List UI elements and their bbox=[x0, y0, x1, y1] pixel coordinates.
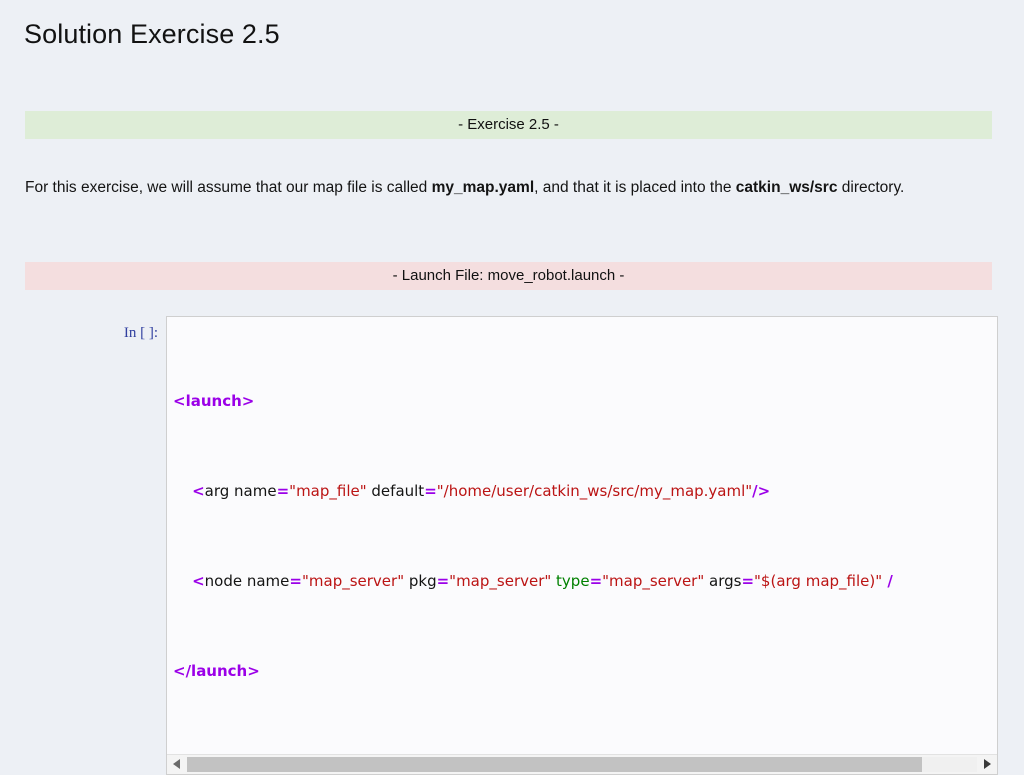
arg-default-equals: = bbox=[424, 481, 437, 500]
node-type-value: "map_server" bbox=[602, 571, 705, 590]
code-editor-area[interactable]: <launch> <arg name="map_file" default="/… bbox=[167, 322, 997, 754]
arg-tag-open-bracket: < bbox=[192, 481, 205, 500]
code-cell: In [ ]: <launch> <arg name="map_file" de… bbox=[110, 316, 998, 775]
exercise-description: For this exercise, we will assume that o… bbox=[25, 176, 955, 200]
exercise-banner: - Exercise 2.5 - bbox=[25, 111, 992, 139]
horizontal-scrollbar[interactable] bbox=[167, 753, 997, 774]
arg-name-value: "map_file" bbox=[289, 481, 367, 500]
description-text-part2: , and that it is placed into the bbox=[534, 179, 736, 196]
description-text-part3: directory. bbox=[837, 179, 905, 196]
arg-tag-self-close: /> bbox=[752, 481, 771, 500]
scrollbar-track[interactable] bbox=[187, 756, 977, 772]
code-line-4: </launch> bbox=[173, 660, 991, 683]
code-line-3: <node name="map_server" pkg="map_server"… bbox=[173, 570, 991, 593]
launch-close-tag: </launch> bbox=[173, 661, 260, 680]
node-args-equals: = bbox=[741, 571, 755, 590]
node-type-attr: type bbox=[551, 571, 590, 590]
node-name-value: "map_server" bbox=[301, 571, 405, 590]
code-line-1: <launch> bbox=[173, 390, 991, 413]
arg-default-attr: default bbox=[366, 481, 425, 500]
node-pkg-equals: = bbox=[436, 571, 450, 590]
code-cell-prompt: In [ ]: bbox=[123, 325, 158, 341]
node-tag-trailing-slash: / bbox=[882, 571, 893, 590]
scrollbar-thumb[interactable] bbox=[187, 756, 922, 772]
launch-open-tag: <launch> bbox=[173, 391, 255, 410]
workspace-path: catkin_ws/src bbox=[735, 179, 838, 196]
node-args-value: "$(arg map_file)" bbox=[754, 571, 883, 590]
triangle-right-icon[interactable] bbox=[979, 755, 995, 773]
node-tag-open-bracket: < bbox=[192, 571, 205, 590]
arg-default-value: "/home/user/catkin_ws/src/my_map.yaml" bbox=[436, 481, 753, 500]
page-title: Solution Exercise 2.5 bbox=[24, 19, 280, 49]
map-file-name: my_map.yaml bbox=[431, 179, 535, 196]
code-line-2: <arg name="map_file" default="/home/user… bbox=[173, 480, 991, 503]
arg-name-equals: = bbox=[276, 481, 290, 500]
node-args-attr: args bbox=[704, 571, 742, 590]
node-pkg-value: "map_server" bbox=[449, 571, 552, 590]
triangle-left-icon[interactable] bbox=[169, 755, 185, 773]
node-type-equals: = bbox=[589, 571, 603, 590]
code-cell-box[interactable]: <launch> <arg name="map_file" default="/… bbox=[166, 316, 998, 775]
launch-file-banner: - Launch File: move_robot.launch - bbox=[25, 262, 992, 290]
node-pkg-attr: pkg bbox=[404, 571, 437, 590]
node-name-equals: = bbox=[289, 571, 302, 590]
arg-tag-name: arg name bbox=[204, 481, 277, 500]
notebook-page: Solution Exercise 2.5 - Exercise 2.5 - F… bbox=[24, 19, 998, 775]
node-tag-name: node name bbox=[204, 571, 290, 590]
description-text-part1: For this exercise, we will assume that o… bbox=[25, 179, 432, 196]
